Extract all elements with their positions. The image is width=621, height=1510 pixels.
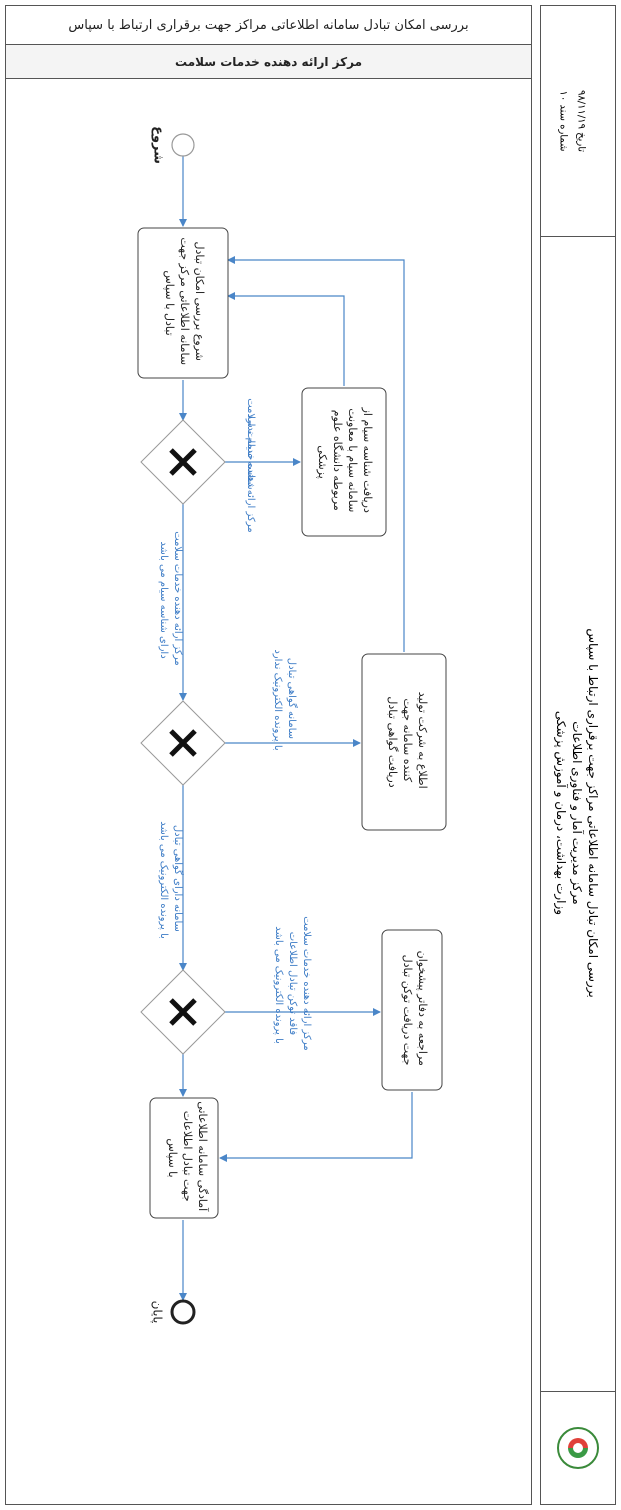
task-notify[interactable]: اطلاع به شرکت تولید کننده سامانه جهت دری… (361, 653, 447, 831)
svg-text:مرکز ارائه دهنده خدمات سلامت: مرکز ارائه دهنده خدمات سلامت فاقد توکن ت… (273, 916, 312, 1054)
start-label: شروع (151, 126, 166, 164)
cond-g1-yes: مرکز ارائه دهنده خدمات سلامت (172, 531, 183, 665)
task-notify-line: اطلاع به شرکت تولید (416, 692, 429, 789)
task-ready-line: آمادگی سامانه اطلاعاتی (196, 1101, 210, 1212)
svg-text:اطلاع به شرکت تولید کن: اطلاع به شرکت تولید کننده سامانه جهت دری… (386, 692, 429, 792)
condition-labels: مرکز ارائه دهنده خدمات سلامت شناسه سیام … (158, 398, 312, 1054)
task-check-line: شروع بررسی امکان تبادل (193, 241, 206, 361)
task-check[interactable]: شروع بررسی امکان تبادل سامانه اطلاعاتی م… (137, 227, 229, 379)
task-notify-line: کننده سامانه جهت (401, 698, 414, 783)
cond-g2-no: با پرونده الکترونیک ندارد (272, 649, 283, 750)
side-divider (541, 236, 615, 237)
edge-refer-ready (219, 1092, 413, 1162)
edge-getid-check (227, 292, 345, 386)
task-getid-line: سامانه سیام با معاونت (346, 408, 359, 512)
connectors (179, 156, 413, 1301)
task-ready-line: با سپاس (166, 1138, 179, 1177)
start-event[interactable] (171, 133, 195, 157)
task-check-line: تبادل با سپاس (163, 270, 176, 335)
svg-text:مرکز ارائه دهنده خدمات سلامت: مرکز ارائه دهنده خدمات سلامت دارای شناسه… (158, 531, 183, 669)
task-ready-line: جهت تبادل اطلاعات (181, 1111, 194, 1202)
end-label: پایان (151, 1301, 165, 1324)
gateway-3[interactable] (140, 969, 226, 1055)
task-refer-line: جهت دریافت توکن تبادل (401, 955, 414, 1066)
edge-notify-check (227, 256, 405, 652)
task-check-line: سامانه اطلاعاتی مرکز جهت (178, 237, 191, 365)
svg-text:مرکز ارائه دهنده خدمات سلامت: مرکز ارائه دهنده خدمات سلامت شناسه سیام … (245, 398, 256, 536)
cond-g2-yes: با پرونده الکترونیک می باشد (158, 821, 169, 939)
lane-title: مرکز ارائه دهنده خدمات سلامت (175, 54, 362, 69)
gateway-1[interactable] (140, 419, 226, 505)
task-notify-line: دریافت گواهی تبادل (386, 696, 399, 787)
cond-g1-no: مرکز ارائه دهنده خدمات سلامت (245, 398, 256, 532)
svg-text:سامانه دارای گواهی تبادل: سامانه دارای گواهی تبادل با پرونده الکتر… (158, 821, 184, 939)
cond-g3-no: با پرونده الکترونیک می باشد (273, 926, 284, 1044)
task-ready[interactable]: آمادگی سامانه اطلاعاتی جهت تبادل اطلاعات… (149, 1097, 219, 1219)
task-refer-line: مراجعه به دفاتر پیشخوان (416, 951, 429, 1066)
cond-g1-no: شناسه سیام ندارد (245, 414, 256, 489)
task-getid-line: پزشکی (316, 445, 329, 479)
task-refer[interactable]: مراجعه به دفاتر پیشخوان جهت دریافت توکن … (381, 929, 443, 1091)
diagram-title-text: بررسی امکان تبادل سامانه اطلاعاتی مراکز … (68, 17, 469, 33)
gateway-2[interactable] (140, 700, 226, 786)
diagram-title: بررسی امکان تبادل سامانه اطلاعاتی مراکز … (5, 5, 532, 45)
swimlane (5, 79, 532, 1505)
cond-g3-no: فاقد توکن تبادل اطلاعات (287, 932, 298, 1036)
x-icon (169, 998, 197, 1026)
side-divider (541, 1391, 615, 1392)
svg-text:دریافت شناسه سیام از س: دریافت شناسه سیام از سامانه سیام با معاو… (316, 407, 374, 517)
task-get-id[interactable]: دریافت شناسه سیام از سامانه سیام با معاو… (301, 387, 387, 537)
x-icon (169, 729, 197, 757)
side-panel: تاریخ ۹۸/۱۱/۱۹ شماره سند ۱۰ بررسی امکان … (540, 5, 616, 1505)
svg-text:شروع بررسی امکان تبادل: شروع بررسی امکان تبادل سامانه اطلاعاتی م… (163, 237, 206, 368)
svg-text:مراجعه به دفاتر پیشخوان: مراجعه به دفاتر پیشخوان جهت دریافت توکن … (401, 951, 429, 1070)
cond-g2-no: سامانه گواهی تبادل (286, 658, 298, 739)
x-icon (169, 448, 197, 476)
logo-cell (541, 1391, 615, 1504)
task-getid-line: مربوطه دانشگاه علوم (331, 410, 344, 511)
svg-text:سامانه گواهی تبادل با: سامانه گواهی تبادل با پرونده الکترونیک ن… (272, 649, 298, 750)
lane-header: مرکز ارائه دهنده خدمات سلامت (5, 45, 532, 79)
cond-g2-yes: سامانه دارای گواهی تبادل (172, 825, 184, 932)
cond-g1-yes: دارای شناسه سیام می باشد (158, 541, 169, 658)
cond-g3-no: مرکز ارائه دهنده خدمات سلامت (301, 916, 312, 1050)
ministry-logo-icon (557, 1427, 599, 1469)
end-event[interactable] (170, 1299, 196, 1325)
svg-text:آمادگی سامانه اطلاعاتی: آمادگی سامانه اطلاعاتی جهت تبادل اطلاعات… (166, 1101, 210, 1214)
task-getid-line: دریافت شناسه سیام از (361, 407, 374, 513)
